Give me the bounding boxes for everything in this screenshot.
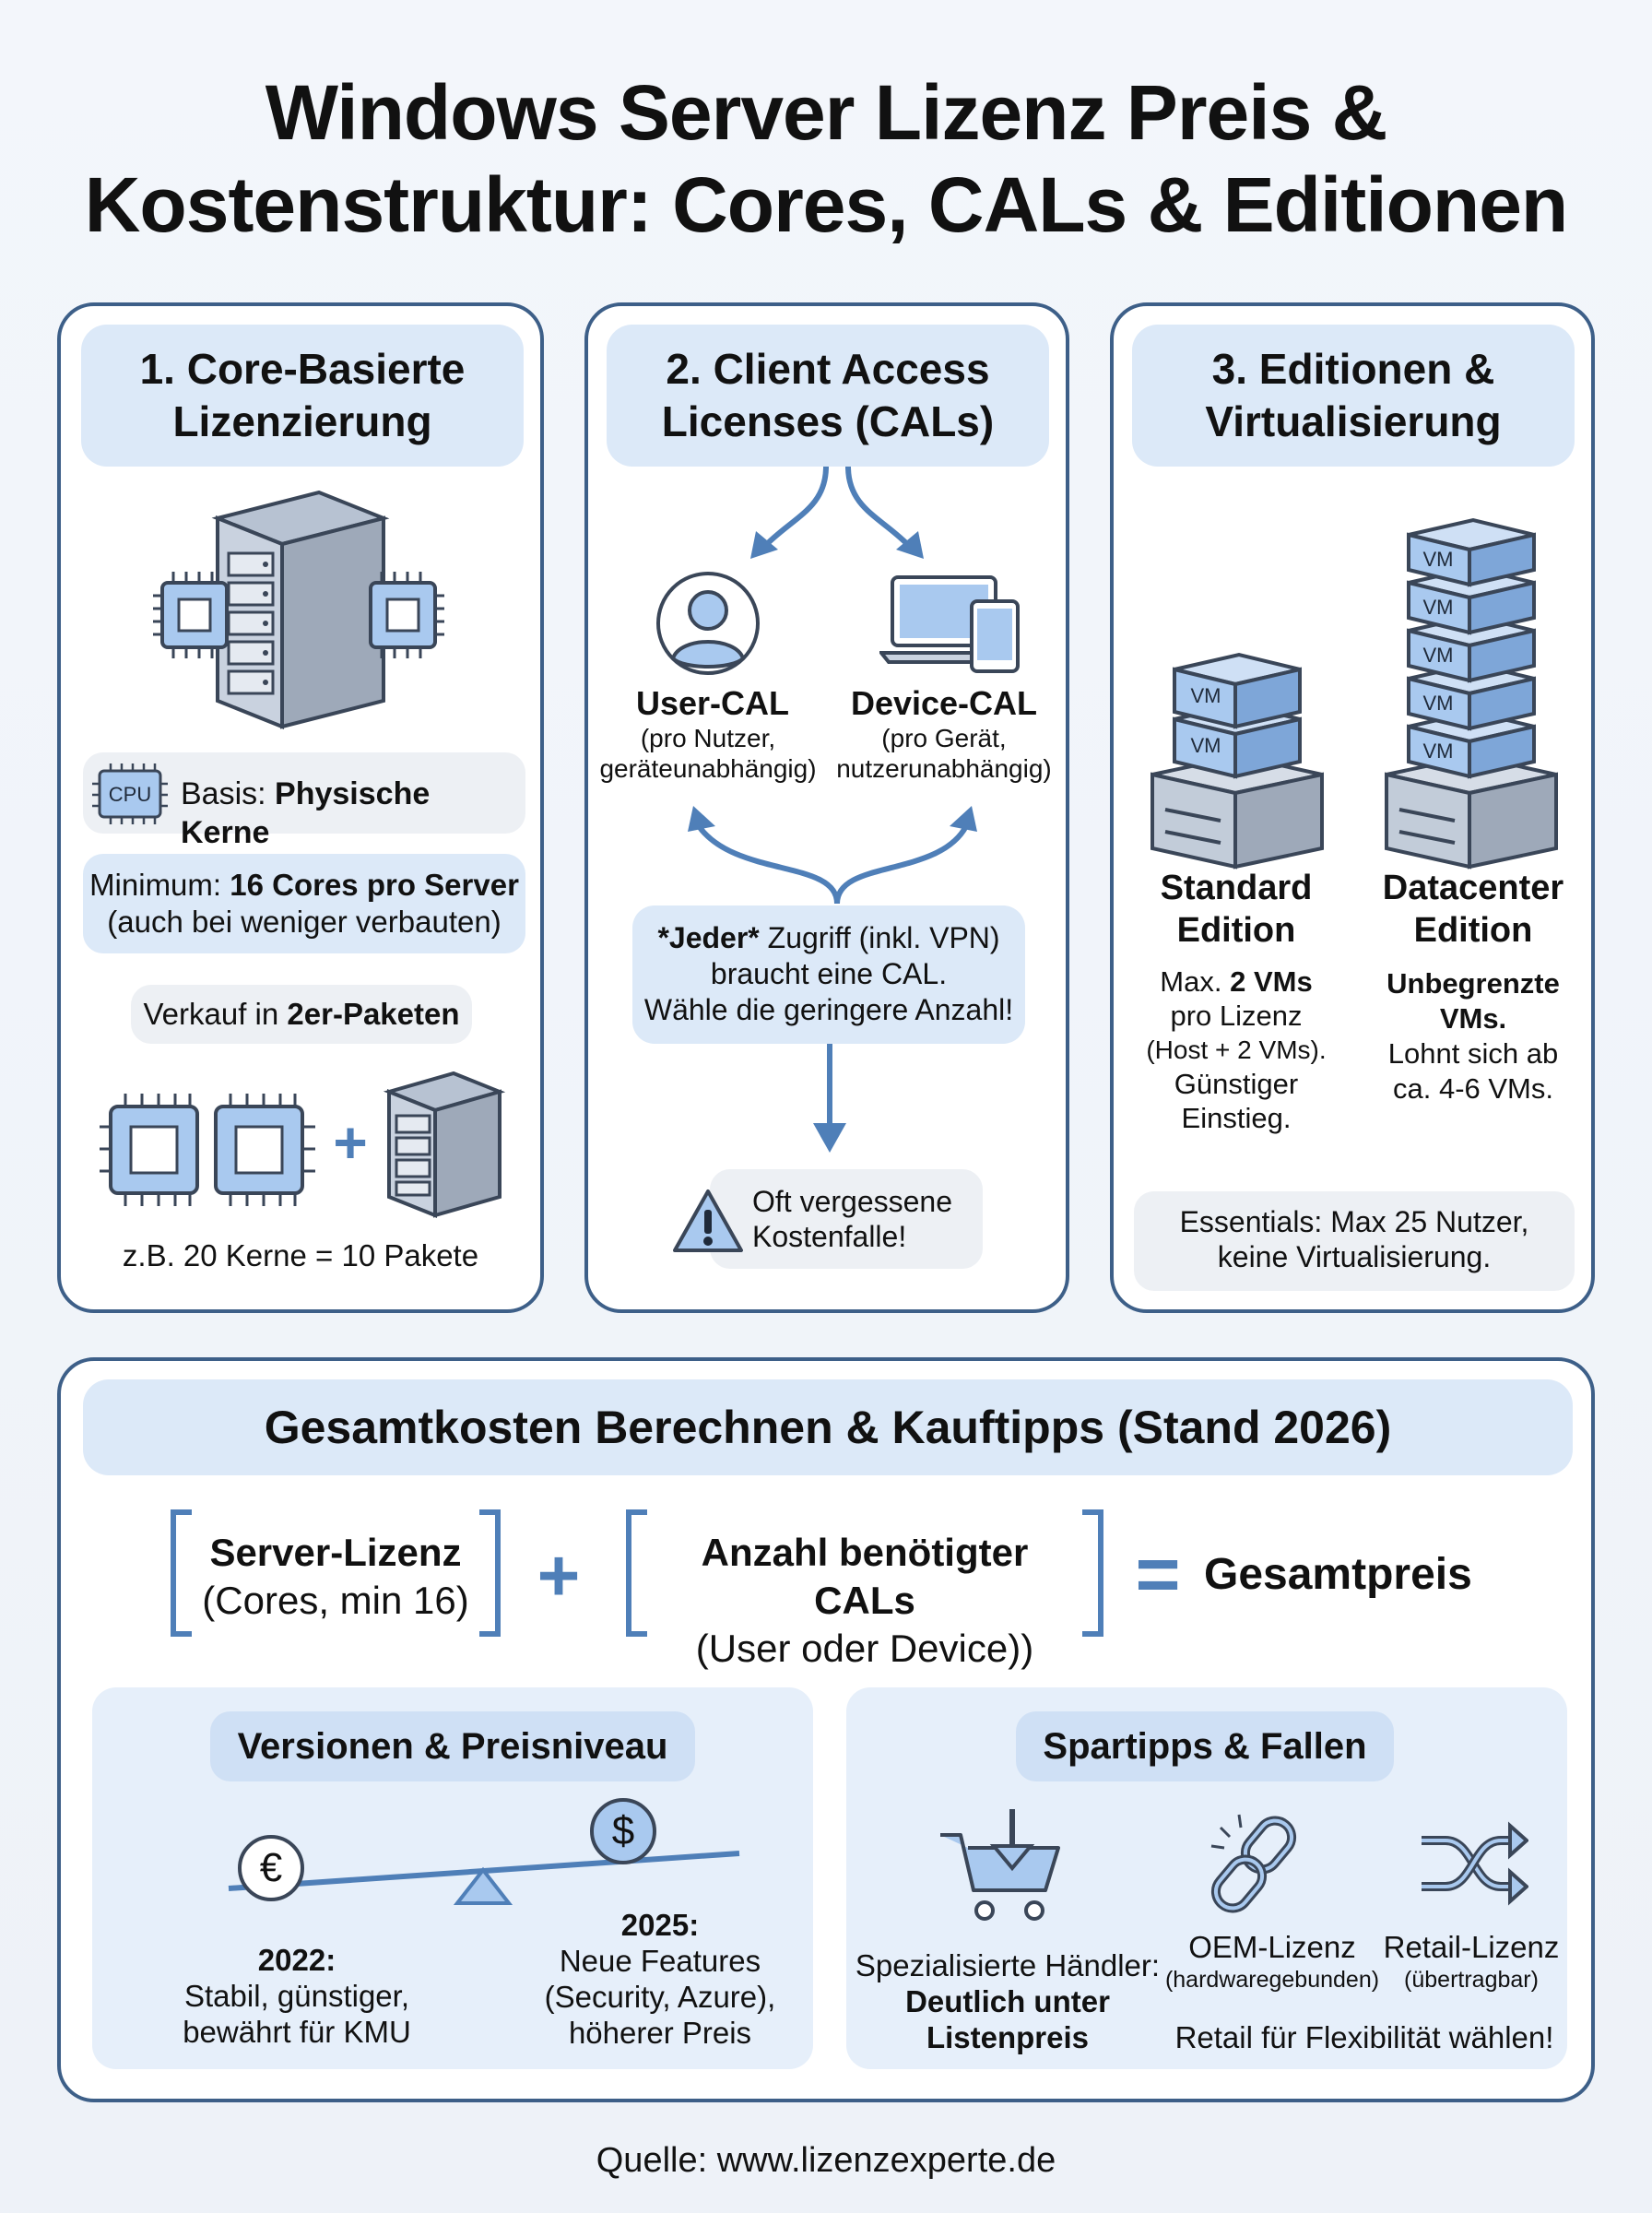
cals-term: Anzahl benötigter CALs (User oder Device… bbox=[695, 1531, 1034, 1670]
server-license-term: Server-Lizenz (Cores, min 16) bbox=[202, 1531, 469, 1622]
vm-label: VM bbox=[1190, 684, 1221, 707]
server-with-cpus-icon bbox=[153, 491, 444, 729]
standard-edition-desc: Max. 2 VMs pro Lizenz (Host + 2 VMs). Gü… bbox=[1146, 965, 1327, 1134]
merge-arrows-up bbox=[688, 806, 977, 905]
version-2025: 2025: Neue Features (Security, Azure), h… bbox=[544, 1908, 776, 2050]
core-licensing-heading: 1. Core-Basierte Lizenzierung bbox=[81, 325, 524, 467]
version-2022: 2022: Stabil, günstiger, bewährt für KMU bbox=[183, 1943, 411, 2049]
arrow-down bbox=[813, 1044, 846, 1153]
shopping-cart-download-icon bbox=[940, 1809, 1060, 1921]
cpu-icon bbox=[92, 763, 168, 824]
title-line-1: Windows Server Lizenz Preis & bbox=[265, 69, 1388, 156]
page-title: Windows Server Lizenz Preis & Kostenstru… bbox=[0, 66, 1652, 251]
vm-label: VM bbox=[1422, 740, 1454, 763]
vm-label: VM bbox=[1190, 734, 1221, 757]
essentials-pill: Essentials: Max 25 Nutzer, keine Virtual… bbox=[1134, 1191, 1575, 1291]
dollar-symbol: $ bbox=[611, 1808, 635, 1853]
formula-equals: = bbox=[1135, 1531, 1181, 1617]
tips-heading: Spartipps & Fallen bbox=[1016, 1711, 1394, 1781]
cal-card: 2. Client Access Licenses (CALs) User-CA… bbox=[584, 302, 1069, 1313]
user-cal-title: User-CAL bbox=[635, 684, 790, 722]
small-server-icon bbox=[383, 1071, 506, 1218]
warning-pill bbox=[710, 1169, 983, 1269]
total-price: Gesamtpreis bbox=[1204, 1550, 1472, 1599]
broken-chain-icon bbox=[1210, 1814, 1297, 1913]
datacenter-edition-desc: Unbegrenzte VMs. Lohnt sich ab ca. 4-6 V… bbox=[1386, 967, 1560, 1105]
device-cal-title: Device-CAL bbox=[850, 684, 1038, 722]
editions-card: 3. Editionen & Virtualisierung VM VM bbox=[1110, 302, 1595, 1313]
device-cal-sub: (pro Gerät, nutzerunabhängig) bbox=[836, 724, 1052, 783]
two-cpu-package-icon bbox=[100, 1094, 315, 1206]
plus-sign: + bbox=[333, 1109, 368, 1176]
bracket-right-server bbox=[479, 1509, 501, 1637]
source-footer: Quelle: www.lizenzexperte.de bbox=[596, 2141, 1056, 2180]
retail-license: Retail-Lizenz (übertragbar) bbox=[1383, 1930, 1560, 1993]
dollar-coin-icon bbox=[590, 1798, 656, 1864]
vm-label: VM bbox=[1422, 692, 1454, 715]
user-cal-sub: (pro Nutzer, geräteunabhängig) bbox=[599, 724, 817, 783]
oem-license: OEM-Lizenz (hardwaregebunden) bbox=[1164, 1930, 1380, 1993]
user-icon bbox=[656, 572, 760, 675]
device-icon bbox=[879, 575, 1020, 673]
cpu-icon-label: CPU bbox=[108, 783, 152, 806]
vm-label: VM bbox=[1422, 596, 1454, 619]
editions-heading: 3. Editionen & Virtualisierung bbox=[1132, 325, 1575, 467]
total-costs-card: Gesamtkosten Berechnen & Kauftipps (Stan… bbox=[57, 1357, 1595, 2102]
vm-label: VM bbox=[1422, 548, 1454, 571]
vm-label: VM bbox=[1422, 644, 1454, 667]
total-costs-heading: Gesamtkosten Berechnen & Kauftipps (Stan… bbox=[83, 1379, 1573, 1475]
euro-coin-icon bbox=[238, 1835, 304, 1901]
core-licensing-card: 1. Core-Basierte Lizenzierung bbox=[57, 302, 544, 1313]
title-line-2: Kostenstruktur: Cores, CALs & Editionen bbox=[84, 161, 1568, 248]
bracket-left-server bbox=[171, 1509, 192, 1637]
formula-plus: + bbox=[537, 1534, 581, 1616]
seesaw-scale-icon bbox=[228, 1851, 740, 1905]
basis-text: Basis: Physische Kerne bbox=[181, 776, 431, 850]
retail-advice: Retail für Flexibilität wählen! bbox=[1174, 2020, 1554, 2054]
access-note: *Jeder* Zugriff (inkl. VPN) braucht eine… bbox=[632, 905, 1025, 1044]
minimum-pill: Minimum: 16 Cores pro Server (auch bei w… bbox=[83, 854, 525, 953]
shuffle-icon bbox=[1422, 1821, 1528, 1906]
sale-pill: Verkauf in 2er-Paketen bbox=[131, 985, 472, 1044]
datacenter-edition-stack-icon bbox=[1385, 517, 1558, 870]
warning-icon bbox=[673, 1189, 743, 1252]
split-arrows-down bbox=[750, 466, 924, 559]
datacenter-edition-title: Datacenter Edition bbox=[1382, 869, 1564, 950]
versions-heading: Versionen & Preisniveau bbox=[210, 1711, 695, 1781]
standard-edition-title: Standard Edition bbox=[1160, 869, 1313, 950]
example-text: z.B. 20 Kerne = 10 Pakete bbox=[122, 1238, 479, 1272]
standard-edition-stack-icon bbox=[1150, 652, 1324, 870]
bracket-left-cals bbox=[626, 1509, 647, 1637]
warning-text: Oft vergessene Kostenfalle! bbox=[752, 1185, 952, 1253]
dealer-tip: Spezialisierte Händler: Deutlich unter L… bbox=[855, 1948, 1161, 2054]
cal-heading: 2. Client Access Licenses (CALs) bbox=[607, 325, 1049, 467]
bracket-right-cals bbox=[1082, 1509, 1103, 1637]
euro-symbol: € bbox=[259, 1845, 283, 1890]
